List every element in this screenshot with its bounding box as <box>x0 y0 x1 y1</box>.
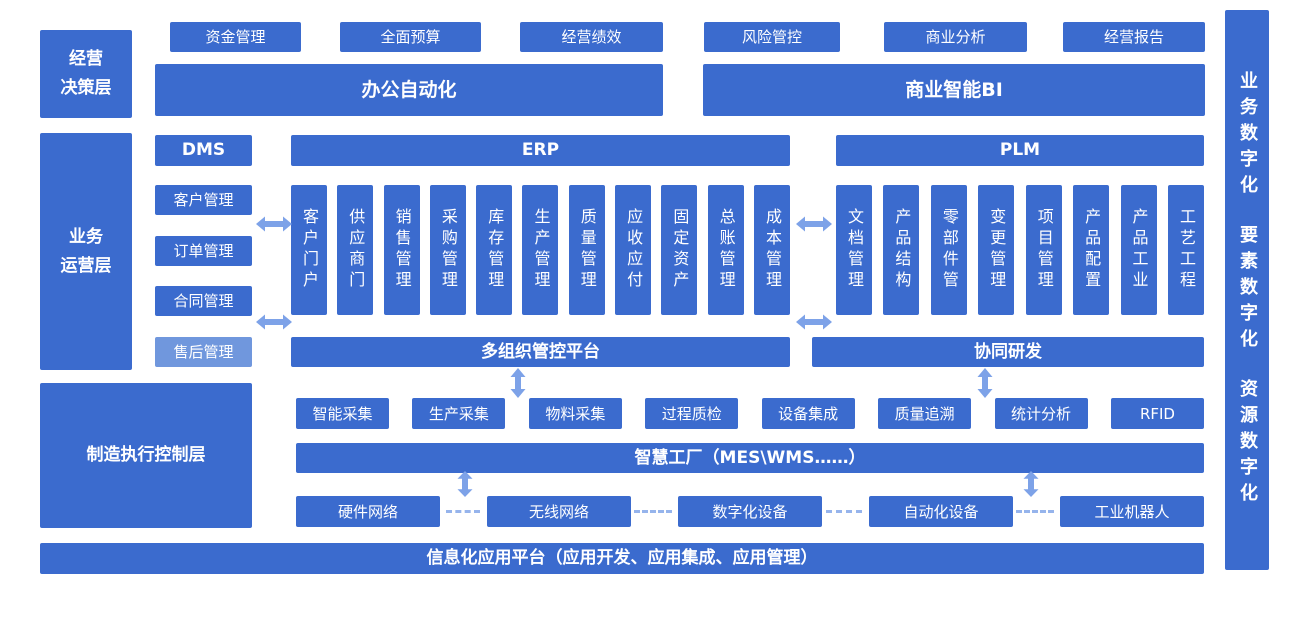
layer-manufacturing: 制造执行控制层 <box>40 383 252 528</box>
right-rail-element-digital: 要素数字化 <box>1237 225 1258 355</box>
double-arrow-vertical-icon <box>1023 471 1039 497</box>
mes-capability: 质量追溯 <box>878 398 972 429</box>
layer-business: 业务 运营层 <box>40 133 132 370</box>
mes-capability: RFID <box>1110 398 1204 429</box>
erp-modules-row: 客户门户 供应商门 销售管理 采购管理 库存管理 生产管理 质量管理 应收应付 … <box>291 185 790 315</box>
double-arrow-vertical-icon <box>457 471 473 497</box>
mes-capability: 设备集成 <box>761 398 855 429</box>
multi-org-platform-bar: 多组织管控平台 <box>291 337 790 367</box>
dms-item-order: 订单管理 <box>155 236 252 266</box>
plm-module: 零部件管 <box>930 185 967 315</box>
erp-module: 采购管理 <box>429 185 466 315</box>
plm-module: 文档管理 <box>836 185 872 315</box>
mes-capabilities-row: 智能采集 生产采集 物料采集 过程质检 设备集成 质量追溯 统计分析 RFID <box>296 398 1204 429</box>
decision-app-performance: 经营绩效 <box>520 22 663 52</box>
dashed-connector <box>634 510 672 513</box>
erp-module: 应收应付 <box>615 185 652 315</box>
info-platform-bar: 信息化应用平台（应用开发、应用集成、应用管理） <box>40 543 1204 574</box>
right-rail-business-digital: 业务数字化 <box>1237 71 1258 201</box>
erp-module: 成本管理 <box>753 185 790 315</box>
right-rail: 业务数字化 要素数字化 资源数字化 <box>1225 10 1269 570</box>
plm-module: 变更管理 <box>978 185 1015 315</box>
erp-module: 供应商门 <box>337 185 374 315</box>
plm-module: 产品结构 <box>883 185 920 315</box>
layer-manufacturing-label: 制造执行控制层 <box>86 445 206 466</box>
dms-item-aftersales: 售后管理 <box>155 337 252 367</box>
double-arrow-horizontal-icon <box>256 216 292 232</box>
dms-header: DMS <box>155 135 252 166</box>
plm-modules-row: 文档管理 产品结构 零部件管 变更管理 项目管理 产品配置 产品工业 工艺工程 <box>836 185 1204 315</box>
double-arrow-horizontal-icon <box>796 314 832 330</box>
devices-row: 硬件网络 无线网络 数字化设备 自动化设备 工业机器人 <box>296 496 1204 527</box>
mes-capability: 生产采集 <box>412 398 506 429</box>
dms-item-contract: 合同管理 <box>155 286 252 316</box>
double-arrow-vertical-icon <box>977 368 993 398</box>
device-box: 自动化设备 <box>869 496 1013 527</box>
mes-capability: 物料采集 <box>528 398 622 429</box>
erp-module: 总账管理 <box>707 185 744 315</box>
device-box: 工业机器人 <box>1060 496 1204 527</box>
device-box: 无线网络 <box>487 496 631 527</box>
bi-bar: 商业智能BI <box>703 64 1205 116</box>
dashed-connector <box>446 510 480 513</box>
plm-module: 产品工业 <box>1120 185 1157 315</box>
layer-decision-line2: 决策层 <box>60 78 112 98</box>
device-box: 硬件网络 <box>296 496 440 527</box>
erp-module: 销售管理 <box>383 185 420 315</box>
plm-module: 工艺工程 <box>1167 185 1204 315</box>
oa-bar: 办公自动化 <box>155 64 663 116</box>
smart-factory-bar: 智慧工厂（MES\WMS……） <box>296 443 1204 473</box>
dashed-connector <box>1016 510 1054 513</box>
decision-app-budget: 全面预算 <box>340 22 481 52</box>
erp-module: 客户门户 <box>291 185 327 315</box>
decision-app-risk: 风险管控 <box>704 22 840 52</box>
mes-capability: 统计分析 <box>994 398 1088 429</box>
plm-module: 产品配置 <box>1073 185 1110 315</box>
mes-capability: 智能采集 <box>296 398 389 429</box>
device-box: 数字化设备 <box>678 496 822 527</box>
layer-decision-label: 经营 决策层 <box>61 45 112 103</box>
erp-module: 生产管理 <box>522 185 559 315</box>
collaborative-rd-bar: 协同研发 <box>812 337 1204 367</box>
layer-business-line1: 业务 <box>69 226 103 247</box>
mes-capability: 过程质检 <box>645 398 739 429</box>
double-arrow-vertical-icon <box>510 368 526 398</box>
erp-module: 固定资产 <box>661 185 698 315</box>
layer-decision-line1: 经营 <box>69 49 103 70</box>
plm-header: PLM <box>836 135 1204 166</box>
decision-app-analysis: 商业分析 <box>884 22 1027 52</box>
decision-app-funds: 资金管理 <box>170 22 301 52</box>
layer-business-line2: 运营层 <box>60 255 112 276</box>
layer-business-label: 业务 运营层 <box>61 223 112 281</box>
plm-module: 项目管理 <box>1025 185 1062 315</box>
right-rail-resource-digital: 资源数字化 <box>1237 379 1258 509</box>
erp-header: ERP <box>291 135 790 166</box>
decision-app-report: 经营报告 <box>1063 22 1205 52</box>
layer-decision: 经营 决策层 <box>40 30 132 118</box>
double-arrow-horizontal-icon <box>256 314 292 330</box>
erp-module: 库存管理 <box>476 185 513 315</box>
erp-module: 质量管理 <box>568 185 605 315</box>
double-arrow-horizontal-icon <box>796 216 832 232</box>
dms-item-customer: 客户管理 <box>155 185 252 215</box>
dashed-connector <box>826 510 862 513</box>
